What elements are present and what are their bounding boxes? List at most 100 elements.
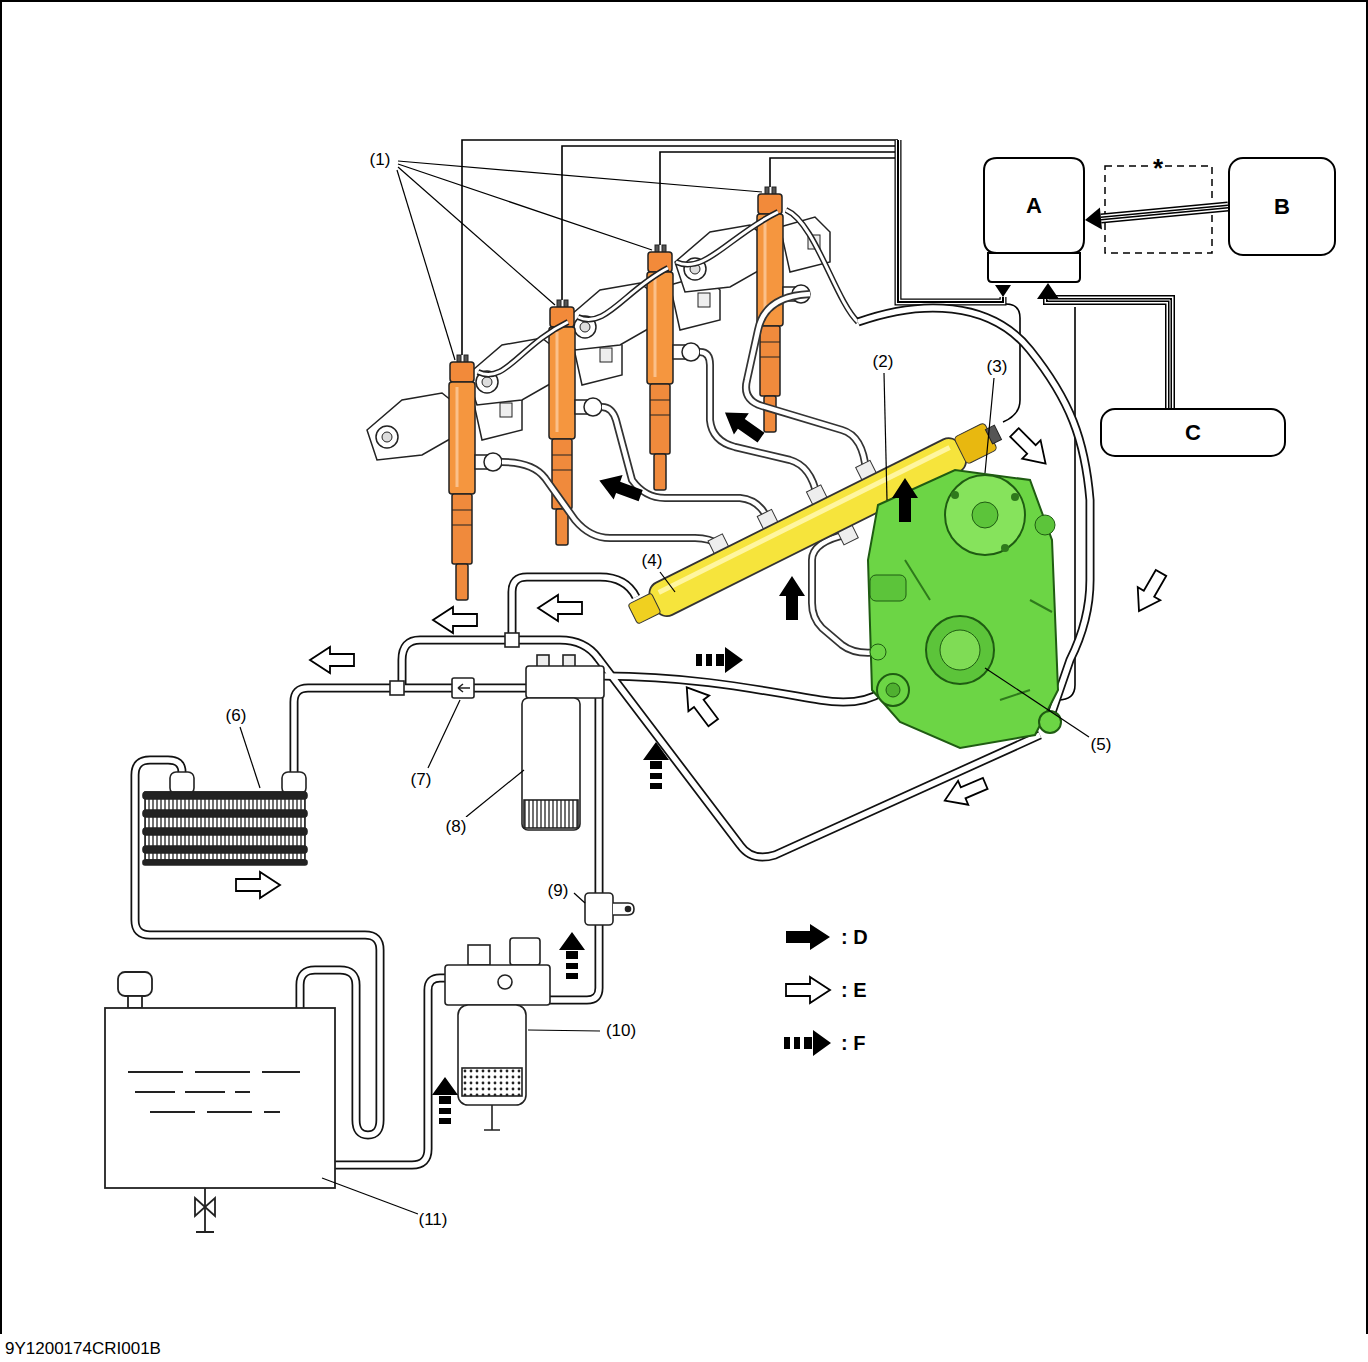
fuel-tank [105, 1008, 335, 1188]
callout-number: (2) [872, 352, 895, 372]
callout-number: (4) [641, 551, 664, 571]
supply-pump [972, 502, 998, 528]
legend-text: : D [840, 926, 869, 949]
callout-number: (11) [418, 1210, 449, 1230]
leader-line [240, 727, 260, 788]
legend-sample [786, 977, 830, 1003]
box-outline [1229, 158, 1335, 255]
signal-bundle [1101, 207, 1228, 219]
water-separator [498, 975, 512, 989]
box-outline [1101, 409, 1285, 456]
label-slot: * [1152, 155, 1164, 181]
fuel-tank [128, 996, 142, 1008]
leader-line [398, 167, 555, 305]
leader-line [398, 161, 762, 192]
check-valve [452, 678, 474, 698]
injector [449, 355, 502, 600]
low-pressure-arrow [643, 742, 669, 789]
fuel-tank [150, 1111, 280, 1113]
label-slot: (11) [418, 1210, 449, 1230]
fuel-tank [135, 1091, 250, 1093]
callout-number: (8) [445, 817, 468, 837]
label-slot: (6) [225, 706, 248, 726]
water-separator [445, 965, 550, 1005]
supply-pump [868, 470, 1061, 748]
fuel-cooler [143, 860, 307, 865]
return-arrow [676, 680, 723, 731]
return-arrow [433, 607, 477, 633]
supply-pump [870, 644, 886, 660]
leader-line [240, 161, 1089, 1214]
water-separator [445, 938, 550, 1130]
fuel-filter [524, 800, 578, 828]
label-slot: (7) [410, 770, 433, 790]
leader-line [574, 893, 585, 903]
high-pressure-arrow [718, 402, 769, 449]
fuel-cooler [143, 772, 307, 865]
fuel-tank [195, 1198, 215, 1216]
low-pressure-arrow [432, 647, 743, 1124]
supply-pump [886, 683, 900, 697]
signal-bundle [1048, 299, 1170, 408]
label-slot: (4) [641, 551, 664, 571]
fuel-tank [118, 972, 152, 996]
water-separator [462, 1068, 522, 1096]
signal-bundle [1101, 207, 1228, 219]
high-pressure-arrow [595, 402, 918, 620]
figure-code: 9Y1200174CRI001B [4, 1339, 162, 1359]
arrowhead [1037, 283, 1059, 299]
supply-pump [926, 616, 994, 684]
leader-line [397, 170, 455, 360]
signal-arrowhead [995, 285, 1011, 297]
leader-line [466, 770, 524, 817]
fuel-cooler [143, 846, 307, 853]
return-arrow [236, 423, 1172, 898]
check-valve [458, 684, 470, 692]
label-slot: (10) [605, 1021, 637, 1041]
legend-text: : F [840, 1032, 866, 1055]
wire [1058, 307, 1075, 700]
legend-row: : E [840, 979, 868, 1002]
low-pressure-arrow [432, 1077, 458, 1124]
water-separator [484, 1105, 500, 1130]
leader-line [985, 668, 1089, 737]
wire [770, 158, 898, 187]
legend-sample [786, 924, 830, 950]
high-pressure-arrow [892, 478, 918, 522]
label-slot: (5) [1090, 735, 1113, 755]
return-arrow [1005, 423, 1054, 472]
fuel-cooler [143, 828, 307, 835]
box-letter: A [1026, 193, 1042, 218]
label-slot: (3) [986, 357, 1009, 377]
leader-line [398, 164, 652, 250]
leader-line [884, 373, 887, 500]
control-box: C [1100, 408, 1286, 457]
fuel-filter [522, 655, 604, 830]
signal-bundle [1101, 207, 1228, 219]
legend-text: : E [840, 979, 868, 1002]
high-pressure-arrow [779, 576, 805, 620]
legend-row: : D [840, 926, 869, 949]
legend-sample [784, 1030, 831, 1056]
label-slot: (1) [369, 150, 392, 170]
return-arrow [538, 595, 582, 621]
injector [647, 245, 700, 490]
fuel-filter [522, 698, 580, 830]
supply-pump [1001, 544, 1009, 552]
water-separator [510, 938, 540, 965]
supply-pump [868, 470, 1058, 748]
supply-pump [940, 630, 980, 670]
leader-line [660, 572, 675, 592]
callout-number: * [1152, 155, 1164, 181]
supply-pump [1011, 493, 1019, 501]
signal-bundle [1048, 299, 1170, 408]
legend-sample [784, 924, 831, 1056]
signal-bundle [1048, 299, 1170, 408]
control-box: A [983, 157, 1085, 283]
leader-line [322, 1178, 418, 1214]
injector [549, 300, 602, 545]
box-outline [983, 157, 1085, 283]
